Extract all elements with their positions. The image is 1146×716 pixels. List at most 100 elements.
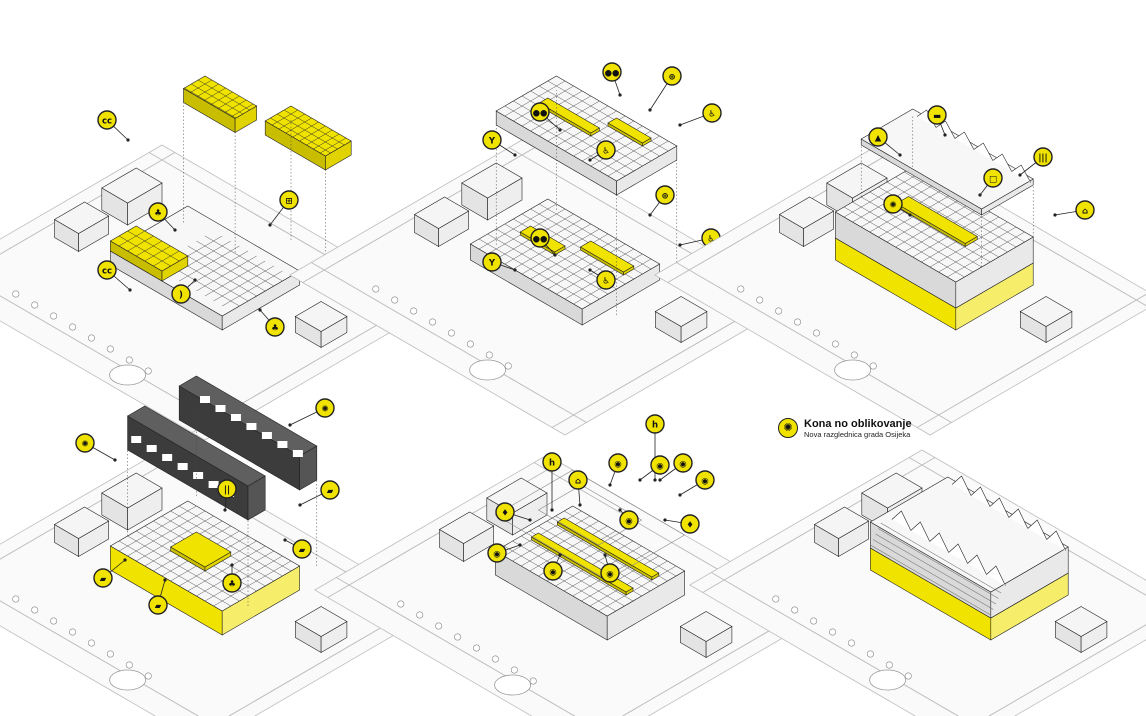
leader-dot bbox=[288, 423, 292, 427]
svg-text:♣: ♣ bbox=[228, 580, 236, 590]
tree bbox=[812, 329, 820, 337]
tree bbox=[391, 296, 399, 304]
road-edge bbox=[0, 600, 200, 716]
tree bbox=[31, 301, 39, 309]
tree bbox=[504, 362, 512, 370]
svg-text:h: h bbox=[652, 421, 658, 431]
leader-dot bbox=[658, 478, 662, 482]
roof-peak bbox=[948, 543, 968, 564]
roof-peak bbox=[986, 565, 1006, 586]
roof-peak bbox=[1008, 508, 1029, 529]
upper-circulation-path bbox=[538, 97, 600, 137]
leader-dot bbox=[518, 543, 522, 547]
svg-text:♿: ♿ bbox=[602, 147, 610, 157]
svg-text:●●: ●● bbox=[605, 69, 620, 79]
tree bbox=[410, 307, 418, 315]
leader-dot bbox=[128, 288, 132, 292]
facade-opening bbox=[277, 441, 288, 448]
svg-text:⌂: ⌂ bbox=[1082, 207, 1088, 217]
leader-dot bbox=[618, 508, 622, 512]
leader-dot bbox=[553, 253, 557, 257]
roof-icon: ▬ bbox=[927, 105, 947, 125]
roof-peak bbox=[891, 510, 912, 531]
leader-dot bbox=[550, 508, 554, 512]
svg-text:|||: ||| bbox=[1038, 154, 1047, 164]
tree bbox=[529, 677, 537, 685]
panel-public-access: ●●●●⊕♿♿Y●●⊕♿Y♿ bbox=[289, 62, 798, 436]
eye-icon: ◉ bbox=[650, 455, 670, 475]
legend-title: Kona no oblikovanje bbox=[804, 418, 912, 430]
svg-text:◉: ◉ bbox=[679, 460, 686, 470]
roof-courtyard bbox=[895, 196, 978, 248]
leader-dot bbox=[603, 553, 607, 557]
facade-opening bbox=[200, 396, 210, 403]
leader-dot bbox=[258, 308, 262, 312]
neighbour-house bbox=[101, 167, 163, 226]
network-icon: ⊕ bbox=[655, 185, 675, 205]
svg-text:▰: ▰ bbox=[100, 575, 107, 585]
road-edge bbox=[916, 293, 1146, 428]
floating-level bbox=[182, 75, 352, 171]
leader-dot bbox=[126, 138, 130, 142]
facade-opening bbox=[131, 436, 142, 443]
eye-icon: ◉ bbox=[600, 563, 620, 583]
tree bbox=[125, 356, 133, 364]
svg-text:⊕: ⊕ bbox=[668, 73, 675, 83]
leader-dot bbox=[223, 508, 227, 512]
bird-icon: ▰ bbox=[320, 480, 340, 500]
tree bbox=[904, 672, 912, 680]
tree bbox=[885, 661, 893, 669]
facade-stripe bbox=[872, 539, 994, 610]
tree bbox=[50, 312, 58, 320]
roof-peak bbox=[989, 497, 1010, 518]
sun-icon: ✺ bbox=[778, 418, 798, 438]
facade-opening bbox=[246, 423, 257, 430]
leader-dot bbox=[678, 123, 682, 127]
wheelchair-icon: ♿ bbox=[596, 270, 616, 290]
plaza bbox=[109, 669, 146, 691]
svg-text:◉: ◉ bbox=[656, 462, 663, 472]
wifi-icon: ) bbox=[171, 284, 191, 304]
neighbour-house bbox=[1054, 606, 1108, 654]
tree bbox=[397, 600, 405, 608]
group-icon: ●● bbox=[530, 228, 550, 248]
service-route bbox=[556, 517, 660, 581]
tree bbox=[416, 611, 424, 619]
svg-text:◉: ◉ bbox=[614, 460, 621, 470]
neighbour-house bbox=[53, 201, 110, 253]
tree bbox=[144, 367, 152, 375]
tree bbox=[866, 650, 874, 658]
tree bbox=[829, 628, 837, 636]
leader-dot bbox=[588, 268, 592, 272]
leader-dot bbox=[648, 108, 652, 112]
svg-text:●●: ●● bbox=[533, 109, 548, 119]
roof-peak bbox=[970, 486, 991, 507]
leader-dot bbox=[943, 133, 947, 137]
mountain-icon: ▲ bbox=[868, 127, 888, 147]
svg-text:⊕: ⊕ bbox=[661, 192, 668, 202]
road-edge bbox=[711, 572, 960, 716]
tree bbox=[794, 318, 802, 326]
svg-text:⊞: ⊞ bbox=[285, 197, 292, 207]
leader-dot bbox=[648, 213, 652, 217]
neighbour-house bbox=[679, 611, 733, 659]
tree bbox=[125, 661, 133, 669]
facade-opening bbox=[292, 450, 303, 457]
sun-icon: ✺ bbox=[315, 398, 335, 418]
svg-text:◉: ◉ bbox=[493, 550, 500, 560]
bird-icon: ▰ bbox=[93, 568, 113, 588]
neighbour-house bbox=[53, 506, 110, 558]
leader-dot bbox=[193, 278, 197, 282]
roof-peak bbox=[1046, 530, 1066, 551]
leader-dot bbox=[898, 153, 902, 157]
panel-final-building bbox=[689, 449, 1146, 716]
facade-opening bbox=[230, 414, 241, 421]
leader-dot bbox=[513, 153, 517, 157]
cart-icon: ⊞ bbox=[279, 190, 299, 210]
svg-text:||: || bbox=[224, 486, 230, 496]
tree bbox=[106, 345, 114, 353]
facade-opening bbox=[215, 405, 226, 412]
tree bbox=[491, 655, 499, 663]
tree bbox=[12, 595, 20, 603]
